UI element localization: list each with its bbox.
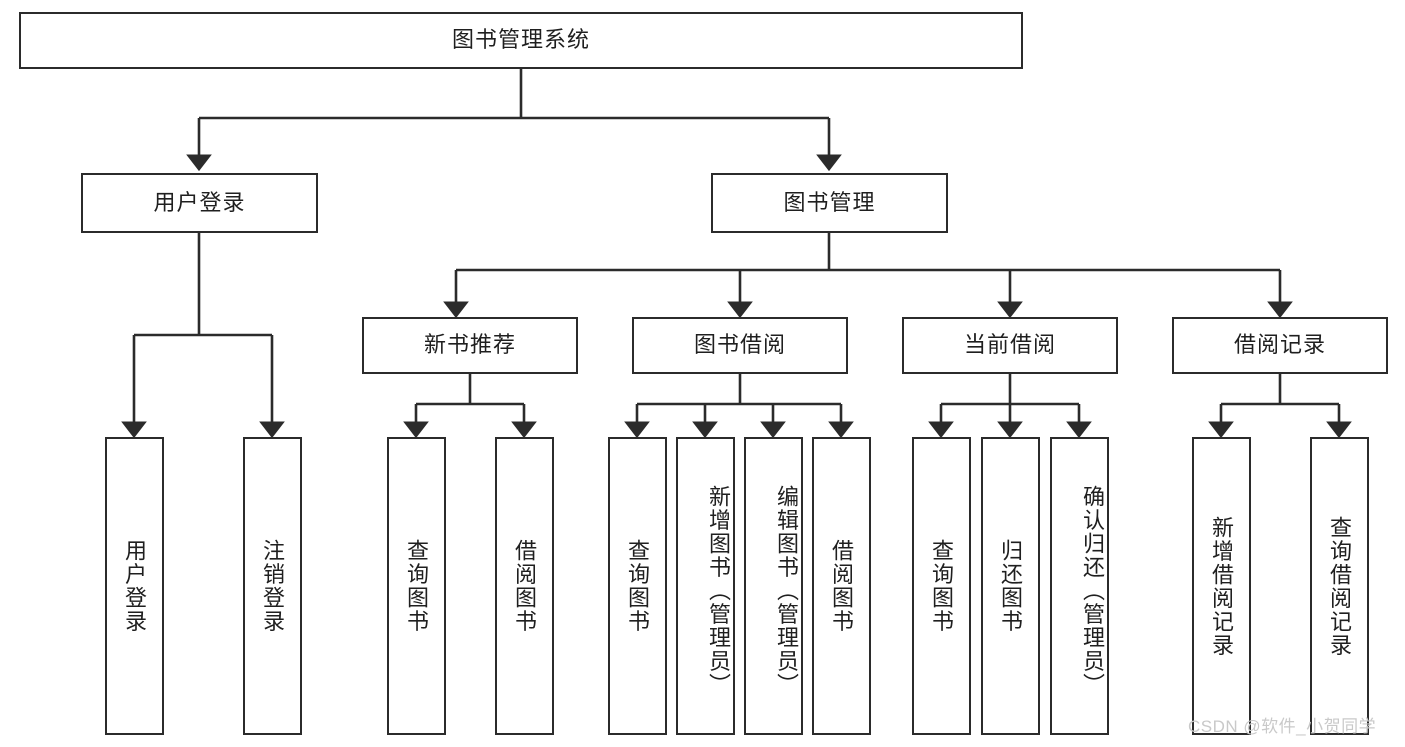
node-leaf-query-book-2-label: 查询图书: [625, 539, 651, 633]
node-book-management[interactable]: 图书管理: [711, 173, 948, 233]
node-leaf-query-record-label: 查询借阅记录: [1327, 515, 1353, 657]
node-leaf-edit-book-label: 编辑图书（管理员）: [774, 485, 799, 697]
node-leaf-query-book-1-label: 查询图书: [404, 539, 430, 633]
node-root-label: 图书管理系统: [451, 27, 590, 53]
node-leaf-return-book[interactable]: 归还图书: [981, 437, 1040, 735]
node-new-book-recommend-label: 新书推荐: [423, 332, 516, 358]
node-leaf-query-book-2[interactable]: 查询图书: [608, 437, 667, 735]
node-leaf-logout[interactable]: 注销登录: [243, 437, 302, 735]
node-new-book-recommend[interactable]: 新书推荐: [362, 317, 578, 374]
node-leaf-user-login[interactable]: 用户登录: [105, 437, 164, 735]
node-book-borrow-label: 图书借阅: [693, 332, 786, 358]
node-user-login[interactable]: 用户登录: [81, 173, 318, 233]
node-leaf-query-book-1[interactable]: 查询图书: [387, 437, 446, 735]
node-leaf-confirm-return[interactable]: 确认归还（管理员）: [1050, 437, 1109, 735]
node-root[interactable]: 图书管理系统: [19, 12, 1023, 69]
node-borrow-record[interactable]: 借阅记录: [1172, 317, 1388, 374]
node-leaf-confirm-return-label: 确认归还（管理员）: [1080, 485, 1105, 697]
node-current-borrow[interactable]: 当前借阅: [902, 317, 1118, 374]
node-leaf-borrow-book-2[interactable]: 借阅图书: [812, 437, 871, 735]
node-leaf-edit-book[interactable]: 编辑图书（管理员）: [744, 437, 803, 735]
node-leaf-add-record-label: 新增借阅记录: [1209, 515, 1235, 657]
node-leaf-user-login-label: 用户登录: [122, 539, 148, 633]
node-current-borrow-label: 当前借阅: [963, 332, 1056, 358]
node-book-management-label: 图书管理: [783, 189, 876, 215]
node-leaf-add-book[interactable]: 新增图书（管理员）: [676, 437, 735, 735]
node-leaf-add-record[interactable]: 新增借阅记录: [1192, 437, 1251, 735]
node-leaf-borrow-book-1[interactable]: 借阅图书: [495, 437, 554, 735]
node-leaf-return-book-label: 归还图书: [998, 539, 1024, 633]
node-leaf-query-book-3[interactable]: 查询图书: [912, 437, 971, 735]
node-leaf-borrow-book-1-label: 借阅图书: [512, 539, 538, 633]
node-leaf-borrow-book-2-label: 借阅图书: [829, 539, 855, 633]
node-leaf-add-book-label: 新增图书（管理员）: [706, 485, 731, 697]
csdn-watermark: CSDN @软件_小贺同学: [1188, 717, 1377, 736]
node-leaf-query-book-3-label: 查询图书: [929, 539, 955, 633]
node-borrow-record-label: 借阅记录: [1233, 332, 1326, 358]
node-leaf-logout-label: 注销登录: [260, 539, 286, 633]
node-user-login-label: 用户登录: [153, 189, 246, 215]
node-leaf-query-record[interactable]: 查询借阅记录: [1310, 437, 1369, 735]
node-book-borrow[interactable]: 图书借阅: [632, 317, 848, 374]
